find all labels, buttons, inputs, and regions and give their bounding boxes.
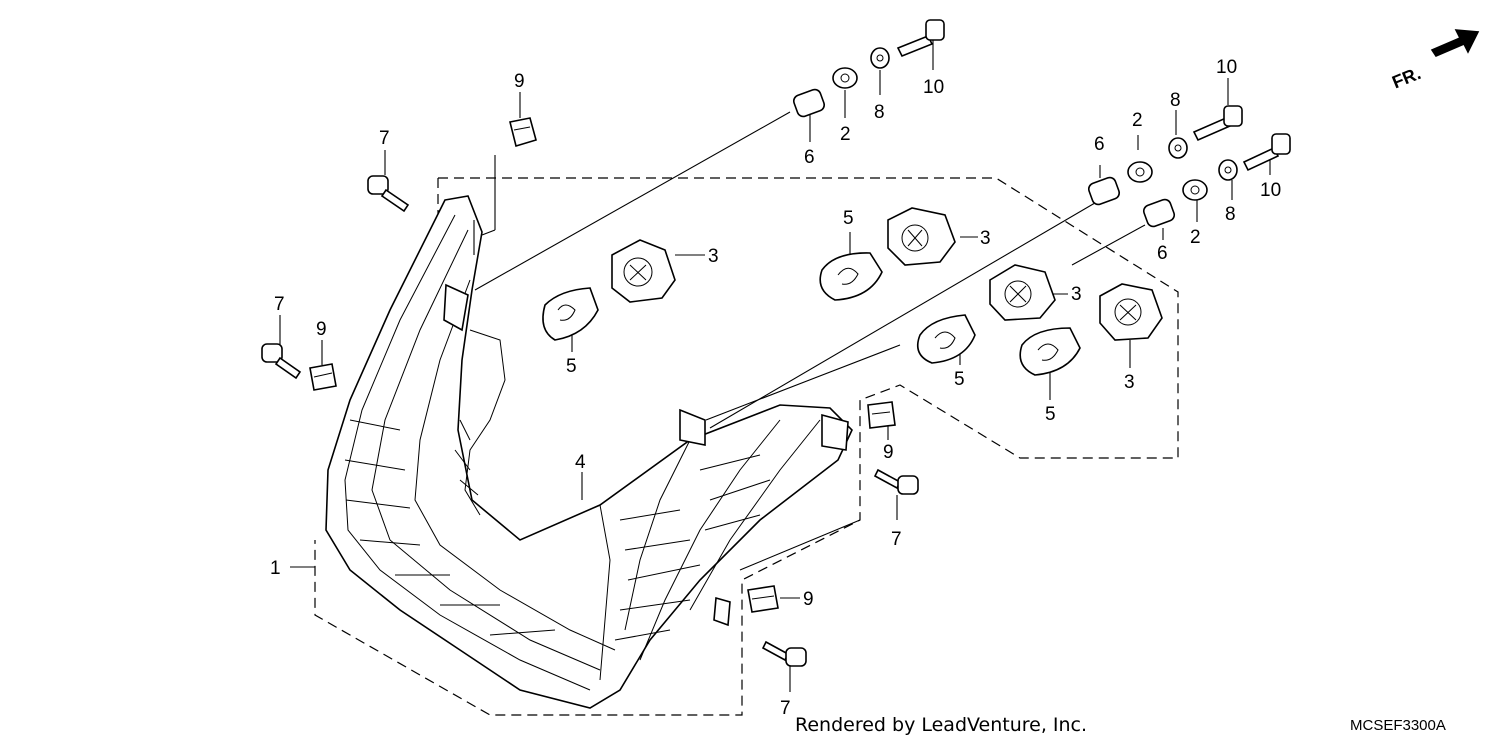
callout-8-a: 8 [874, 102, 885, 123]
screw-7-b [261, 343, 302, 380]
callout-10-c: 10 [1260, 180, 1281, 201]
callout-8-c: 8 [1225, 204, 1236, 225]
screw-7-c [873, 468, 919, 495]
washer-8-a [870, 47, 890, 69]
callout-1: 1 [270, 558, 281, 579]
collar-2-a [832, 67, 858, 89]
grommet-6-b [1087, 176, 1121, 206]
callout-3-a: 3 [708, 246, 719, 267]
collar-2-c [1182, 179, 1208, 201]
bulb-socket-3-a [611, 239, 676, 303]
callout-5-d: 5 [1045, 404, 1056, 425]
diagram-code: MCSEF3300A [1350, 717, 1446, 734]
callout-10-b: 10 [1216, 57, 1237, 78]
callout-3-b: 3 [980, 228, 991, 249]
bulb-5-b [819, 252, 883, 301]
washer-8-b [1168, 137, 1188, 159]
bolt-10-a [896, 19, 945, 58]
callout-6-b: 6 [1094, 134, 1105, 155]
grommet-6-c [1142, 198, 1176, 228]
clip-9-a [509, 117, 537, 148]
front-direction-arrow: FR. [1389, 29, 1480, 92]
bolt-10-b [1192, 105, 1243, 142]
callout-5-a: 5 [566, 356, 577, 377]
clip-9-d [747, 585, 779, 613]
callout-6-c: 6 [1157, 243, 1168, 264]
bulb-socket-3-b [887, 207, 956, 266]
footer-credit: Rendered by LeadVenture, Inc. [795, 714, 1087, 736]
bulb-socket-3-c [989, 264, 1056, 321]
callout-8-b: 8 [1170, 90, 1181, 111]
callout-labels: 1 2 2 2 3 3 3 3 4 5 5 5 5 6 6 6 7 7 7 7 … [270, 57, 1281, 719]
callout-3-c: 3 [1071, 284, 1082, 305]
callout-9-a: 9 [514, 71, 525, 92]
screw-7-d [761, 640, 807, 667]
washer-8-c [1218, 159, 1238, 181]
callout-2-a: 2 [840, 124, 851, 145]
callout-9-b: 9 [316, 319, 327, 340]
clip-9-b [309, 363, 337, 391]
callout-7-b: 7 [274, 294, 285, 315]
bulb-5-d [1019, 327, 1081, 376]
callout-3-d: 3 [1124, 372, 1135, 393]
callout-9-d: 9 [803, 589, 814, 610]
callout-7-c: 7 [891, 529, 902, 550]
callout-2-c: 2 [1190, 227, 1201, 248]
bolt-10-c [1242, 133, 1291, 172]
front-indicator-label: FR. [1389, 63, 1423, 92]
callout-5-b: 5 [843, 208, 854, 229]
screw-7-a [367, 175, 410, 213]
grommet-6-a [792, 88, 826, 118]
callout-4: 4 [575, 452, 586, 473]
callout-6-a: 6 [804, 147, 815, 168]
bulb-socket-3-d [1099, 283, 1163, 341]
bulb-5-c [916, 314, 976, 364]
callout-7-d: 7 [780, 698, 791, 719]
callout-7-a: 7 [379, 128, 390, 149]
callout-9-c: 9 [883, 442, 894, 463]
callout-2-b: 2 [1132, 110, 1143, 131]
callout-10-a: 10 [923, 77, 944, 98]
callout-5-c: 5 [954, 369, 965, 390]
clip-9-c [867, 401, 896, 429]
collar-2-b [1127, 161, 1153, 183]
bulb-5-a [542, 287, 599, 341]
leader-lines [279, 40, 1271, 692]
headlight-lens [325, 195, 853, 709]
